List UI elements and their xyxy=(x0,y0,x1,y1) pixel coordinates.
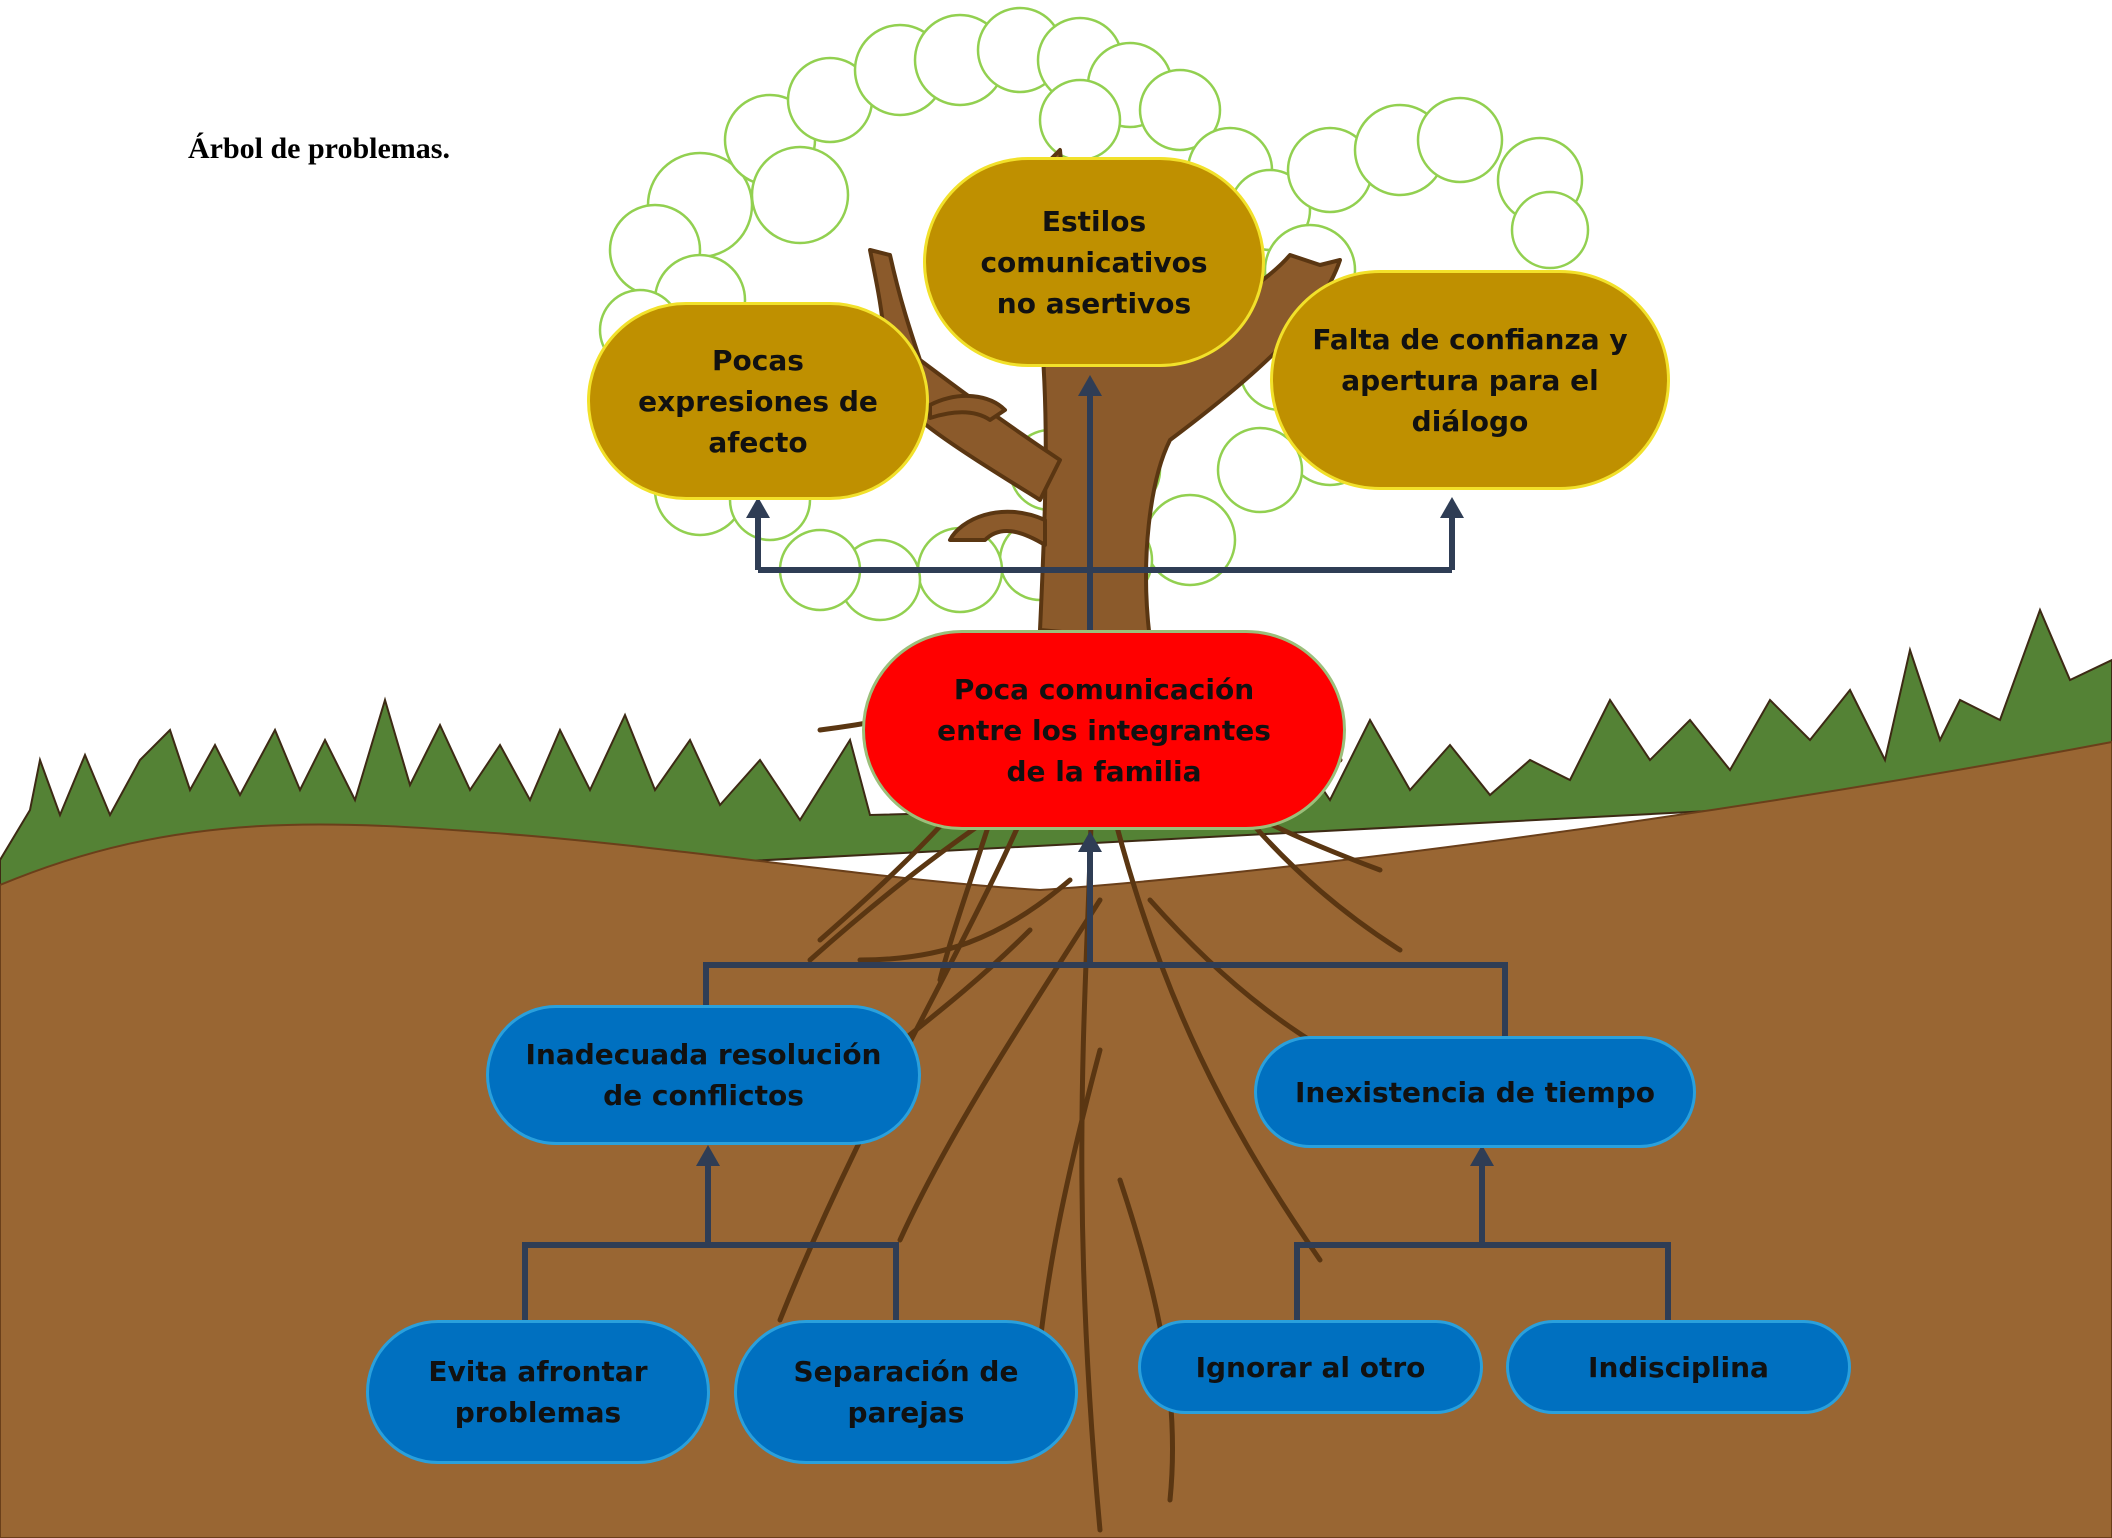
diagram-title: Árbol de problemas. xyxy=(188,132,450,165)
arrowheads xyxy=(696,375,1494,1166)
core-problem-text: Poca comunicación entre los integrantes … xyxy=(937,672,1271,788)
effect-node-estilos: Estilos comunicativos no asertivos xyxy=(923,157,1265,367)
effect-text: Falta de confianza y apertura para el di… xyxy=(1312,322,1628,438)
connectors xyxy=(522,390,1671,1320)
effect-text: Pocas expresiones de afecto xyxy=(638,343,878,459)
subcause-text: Ignorar al otro xyxy=(1195,1350,1426,1384)
subcause-node-afrontar: Evita afrontar problemas xyxy=(366,1320,710,1464)
cause-node-tiempo: Inexistencia de tiempo xyxy=(1254,1036,1696,1148)
cause-text: Inadecuada resolución de conflictos xyxy=(525,1038,882,1112)
cause-node-conflictos: Inadecuada resolución de conflictos xyxy=(486,1005,921,1145)
effect-node-afecto: Pocas expresiones de afecto xyxy=(587,302,929,500)
core-problem-node: Poca comunicación entre los integrantes … xyxy=(862,630,1346,830)
effect-text: Estilos comunicativos no asertivos xyxy=(980,204,1208,320)
subcause-text: Separación de parejas xyxy=(793,1355,1019,1429)
cause-text: Inexistencia de tiempo xyxy=(1294,1075,1656,1109)
effect-node-confianza: Falta de confianza y apertura para el di… xyxy=(1270,270,1670,490)
subcause-node-indisciplina: Indisciplina xyxy=(1506,1320,1851,1414)
subcause-node-separacion: Separación de parejas xyxy=(734,1320,1078,1464)
subcause-node-ignorar: Ignorar al otro xyxy=(1138,1320,1483,1414)
subcause-text: Evita afrontar problemas xyxy=(428,1355,648,1429)
subcause-text: Indisciplina xyxy=(1588,1350,1769,1384)
